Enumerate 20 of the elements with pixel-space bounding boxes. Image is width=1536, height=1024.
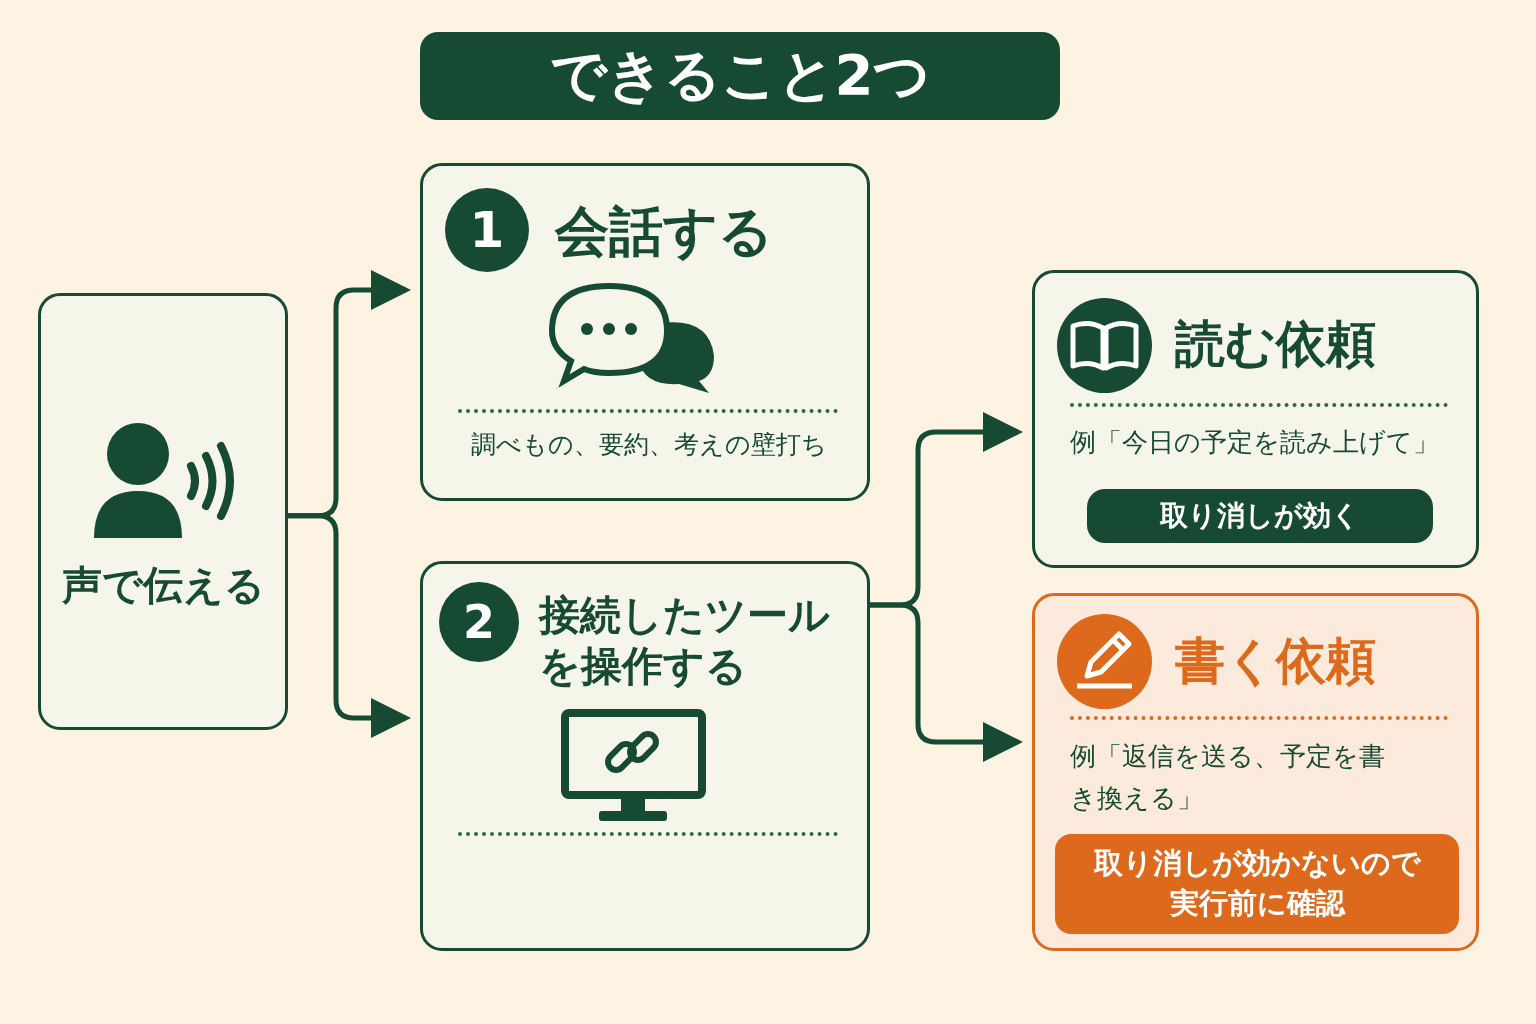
number-badge: 2 [439, 582, 519, 662]
card-text: 例「今日の予定を読み上げて」 [1070, 426, 1439, 459]
card-heading: 声で伝える [60, 561, 266, 610]
card-text: 調べもの、要約、考えの壁打ち [471, 429, 827, 461]
arrow [870, 602, 1023, 762]
card [420, 561, 870, 951]
card-heading: 読む依頼 [1175, 314, 1376, 375]
card-heading: 書く依頼 [1175, 631, 1376, 692]
card-heading: 接続したツールを操作する [539, 590, 831, 693]
card [420, 163, 870, 501]
card [1032, 593, 1479, 951]
card-heading: 会話する [555, 199, 773, 265]
card-text: 例「返信を送る、予定を書き換える」 [1070, 740, 1386, 815]
arrow [288, 513, 411, 738]
note-banner: 取り消しが効く [1087, 489, 1433, 543]
card [38, 293, 288, 730]
card [1032, 270, 1479, 568]
title-banner: できること2つ [420, 32, 1060, 120]
note-banner: 取り消しが効かないので実行前に確認 [1055, 834, 1459, 934]
number-badge: 1 [445, 188, 529, 272]
